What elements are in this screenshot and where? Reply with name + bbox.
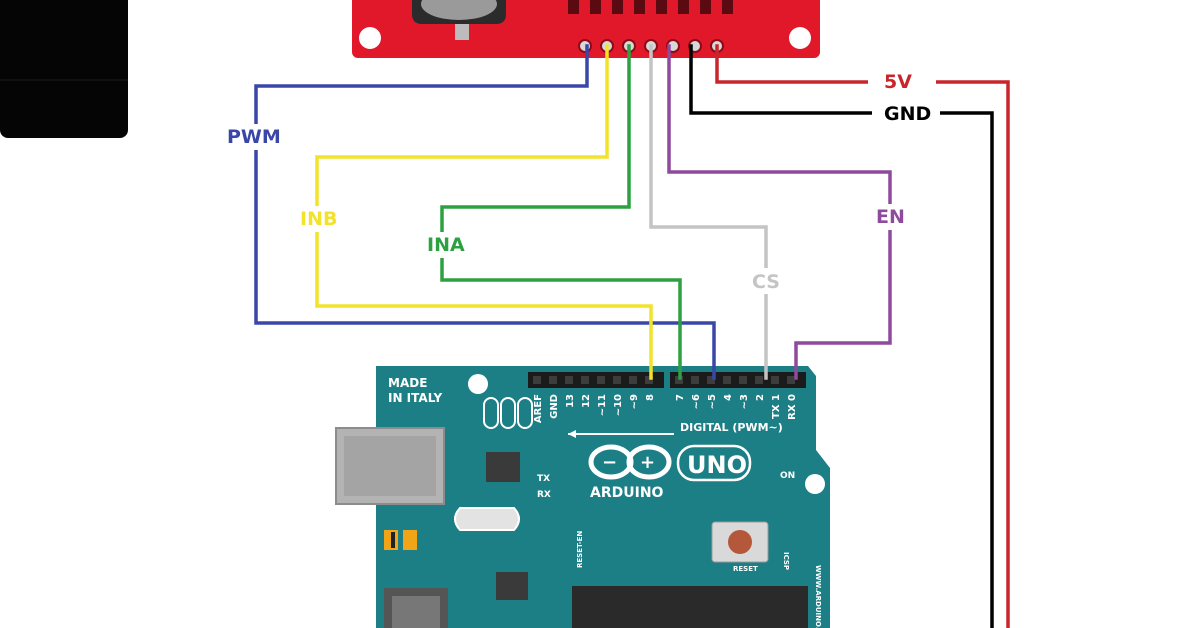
wire-pwm — [254, 44, 716, 380]
url-label: WWW.ARDUINO.CC — [814, 565, 822, 628]
reset-label: RESET — [733, 565, 758, 573]
crystal-oscillator — [454, 507, 520, 531]
pin-label: 8 — [645, 394, 656, 401]
pin-label: ~11 — [597, 394, 608, 416]
battery-pack — [0, 0, 128, 138]
pin-label: TX 1 — [771, 394, 782, 419]
wire-cs — [649, 44, 768, 380]
pin-label: GND — [549, 394, 560, 419]
italy-label: IN ITALY — [388, 391, 442, 405]
icsp-label: ICSP — [782, 552, 790, 570]
wire-ina — [440, 44, 682, 380]
uno-badge — [676, 444, 752, 482]
pin-label: 12 — [581, 394, 592, 408]
uno-label: UNO — [687, 451, 747, 479]
header-strip-right — [670, 372, 806, 388]
mount-hole — [468, 374, 488, 394]
wire-inb — [315, 44, 653, 380]
rx-label: RX — [537, 490, 551, 500]
header-strip-left — [528, 372, 664, 388]
pin-label: 13 — [565, 394, 576, 408]
pin-labels: AREF GND 13 12 ~11 ~10 ~9 8 7 ~6 ~5 4 ~3 2 TX 1 RX 0 — [533, 394, 798, 423]
arduino-uno-board: AREF GND 13 12 ~11 ~10 ~9 8 7 ~6 ~5 4 ~3 2 TX 1 RX 0 MA… — [335, 366, 830, 628]
pin-label: AREF — [533, 394, 544, 423]
arduino-brand-label: ARDUINO — [590, 485, 664, 501]
pin-label: ~5 — [707, 394, 718, 409]
mount-hole — [805, 474, 825, 494]
led-cluster — [483, 397, 533, 429]
pin-label: ~10 — [613, 394, 624, 416]
svg-text:−: − — [602, 452, 617, 473]
capacitor-pair — [384, 530, 417, 550]
wire-label-ina: INA — [427, 234, 465, 256]
chip-component — [496, 572, 528, 600]
wire-label-5v: 5V — [884, 71, 912, 93]
pin-label: ~3 — [739, 394, 750, 409]
driver-top-pins — [568, 0, 733, 14]
wire-5v — [715, 44, 1010, 628]
wire-gnd — [689, 44, 994, 628]
reset-en-label: RESET-EN — [576, 531, 584, 568]
wire-label-pwm: PWM — [227, 126, 281, 148]
digital-pwm-label: DIGITAL (PWM~) — [680, 421, 783, 434]
chip-component — [486, 452, 520, 482]
made-in-label: MADE — [388, 376, 427, 390]
pin-label: ~6 — [691, 394, 702, 409]
pin-label: 4 — [723, 394, 734, 401]
wire-label-inb: INB — [300, 208, 337, 230]
on-label: ON — [780, 471, 795, 481]
pin-label: 2 — [755, 394, 766, 401]
mount-hole — [359, 27, 381, 49]
wire-label-gnd: GND — [884, 103, 931, 125]
microcontroller-chip — [572, 586, 808, 628]
pin-label: RX 0 — [787, 394, 798, 420]
tx-label: TX — [537, 474, 550, 484]
wire-label-en: EN — [876, 206, 905, 228]
pin-label: ~9 — [629, 394, 640, 409]
svg-text:+: + — [640, 452, 655, 473]
wire-en — [667, 44, 892, 380]
arduino-logo-icon — [588, 444, 672, 480]
wire-label-cs: CS — [752, 271, 780, 293]
pin-label: 7 — [675, 394, 686, 401]
mount-hole — [789, 27, 811, 49]
